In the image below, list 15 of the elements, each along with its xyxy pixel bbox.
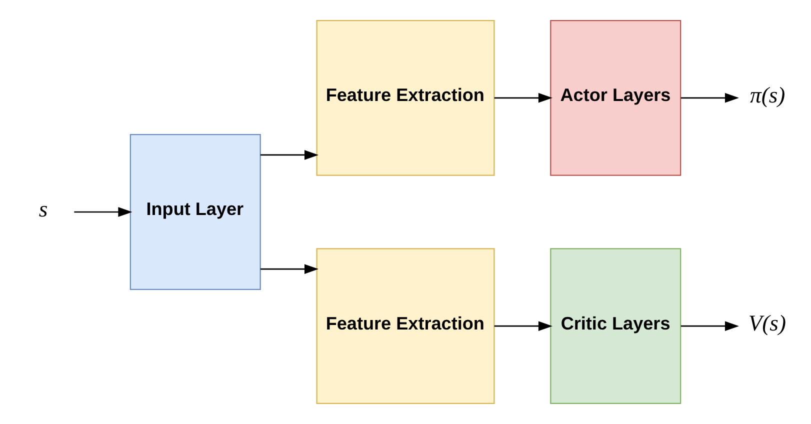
node-text: V(s) bbox=[748, 310, 786, 336]
arrow bbox=[494, 93, 552, 103]
arrow bbox=[260, 150, 318, 160]
node-box: Feature Extraction bbox=[316, 20, 495, 176]
node-box: Actor Layers bbox=[550, 20, 682, 176]
node-box: Feature Extraction bbox=[316, 248, 495, 404]
arrow bbox=[74, 207, 132, 217]
arrow bbox=[680, 321, 739, 331]
arrow bbox=[260, 264, 318, 274]
node-box: Critic Layers bbox=[550, 248, 682, 404]
arrow bbox=[680, 93, 739, 103]
node-text: s bbox=[38, 196, 48, 222]
node-text: π(s) bbox=[750, 82, 786, 108]
arrow bbox=[494, 321, 552, 331]
node-box: Input Layer bbox=[130, 134, 261, 290]
